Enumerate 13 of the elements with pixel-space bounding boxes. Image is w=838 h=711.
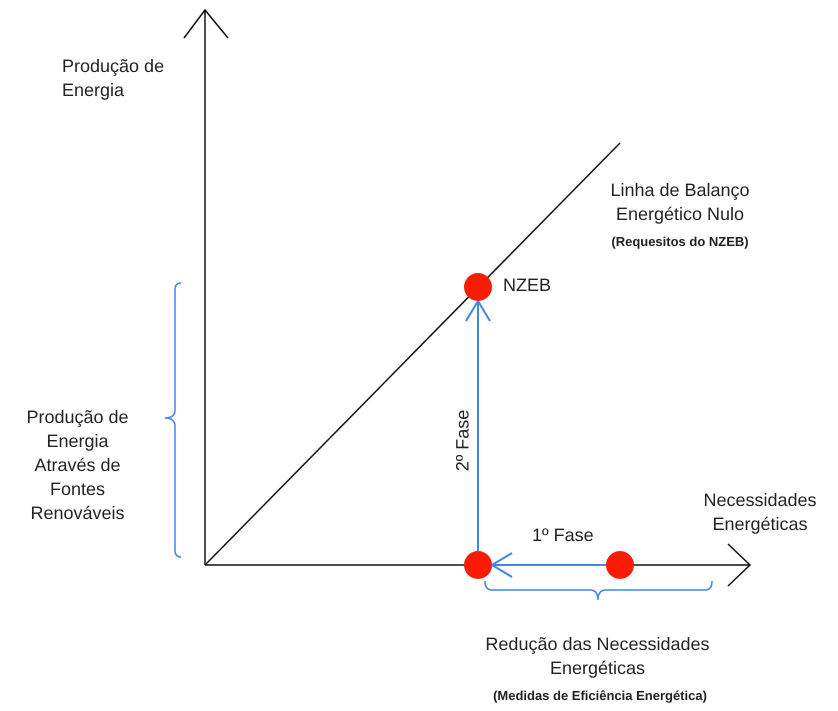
- axis-label: Necessidades Energéticas: [702, 489, 818, 536]
- point-marker: [464, 273, 492, 301]
- note-text: (Medidas de Eficiência Energética): [492, 688, 708, 704]
- axis-label: Produção de Energia: [62, 55, 166, 102]
- axis-label: Produção de Energia Através de Fontes Renováveis: [25, 406, 130, 525]
- point-marker: [606, 551, 634, 579]
- axis-label: Redução das Necessidades Energéticas: [484, 633, 711, 680]
- arrow: [465, 300, 491, 551]
- note-text: (Requesitos do NZEB): [610, 234, 750, 250]
- arrow: [491, 552, 606, 578]
- point-marker: [464, 551, 492, 579]
- point-label: NZEB: [503, 275, 552, 296]
- axis-label: Linha de Balanço Energético Nulo: [609, 179, 751, 226]
